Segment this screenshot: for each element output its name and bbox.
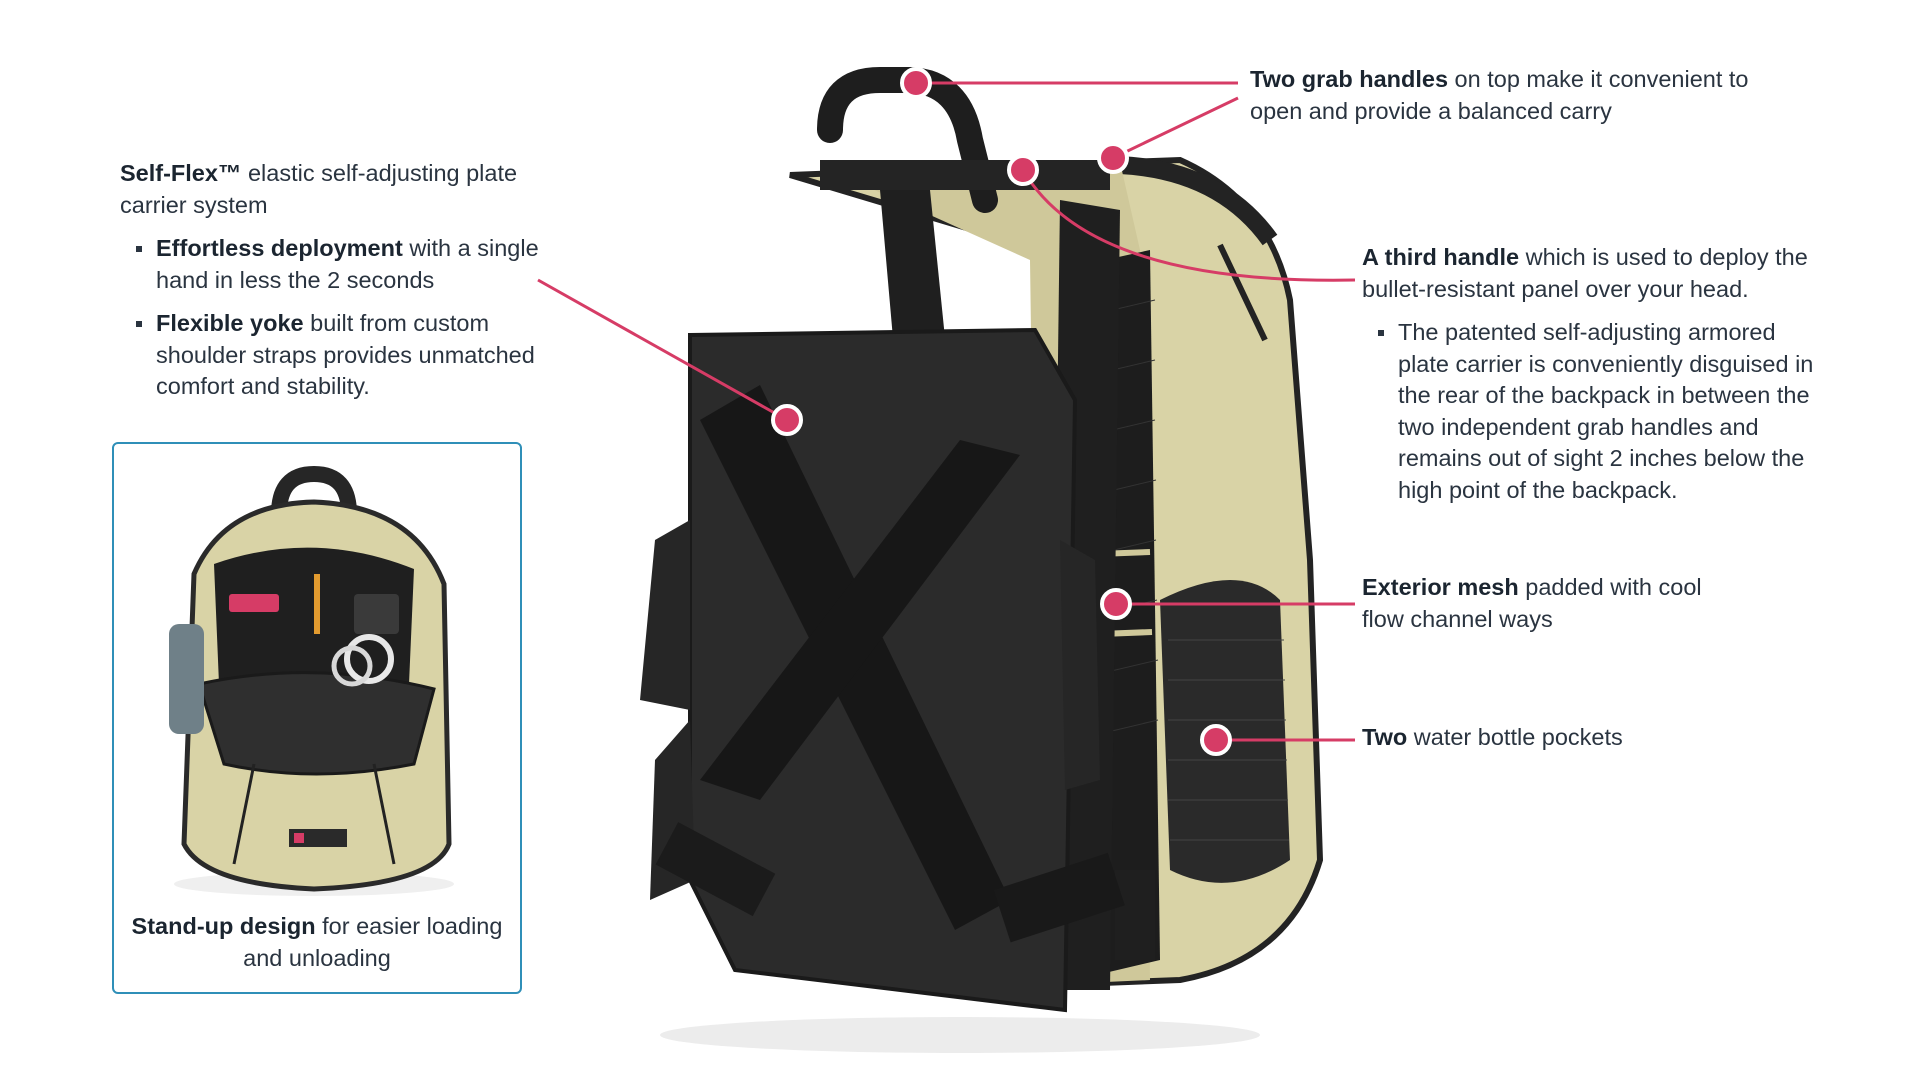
self-flex-bullets: Effortless deployment with a single hand…: [120, 233, 540, 403]
callout-dot-third-handle: [1007, 154, 1039, 186]
mesh-callout: Exterior mesh padded with cool flow chan…: [1362, 574, 1702, 632]
self-flex-callout: Self-Flex™ elastic self-adjusting plate …: [120, 158, 540, 415]
callout-dot-self-flex: [771, 404, 803, 436]
pockets-callout: Two water bottle pockets: [1362, 724, 1623, 750]
list-item: Flexible yoke built from custom shoulder…: [136, 308, 540, 403]
self-flex-heading: Self-Flex™ elastic self-adjusting plate …: [120, 160, 518, 218]
callout-dot-grab-handle-1: [900, 67, 932, 99]
zipper-pull: [1217, 243, 1268, 342]
third-handle-bullets: The patented self-adjusting armored plat…: [1362, 317, 1832, 506]
open-backpack-image: [169, 465, 454, 896]
top-zipper: [1119, 156, 1278, 246]
list-item: The patented self-adjusting armored plat…: [1378, 317, 1832, 506]
stand-up-inset: Stand-up design for easier loading and u…: [112, 442, 522, 994]
third-handle-callout: A third handle which is used to deploy t…: [1362, 242, 1832, 518]
stand-up-caption: Stand-up design for easier loading and u…: [131, 913, 503, 971]
list-item: Effortless deployment with a single hand…: [136, 233, 540, 296]
panel-strap-b: [700, 440, 1020, 800]
callout-dot-grab-handle-2: [1097, 142, 1129, 174]
callout-dot-pockets: [1200, 724, 1232, 756]
grab-handles-callout: Two grab handles on top make it convenie…: [1250, 66, 1749, 124]
callout-lines: [537, 81, 1356, 742]
callout-dot-mesh: [1100, 588, 1132, 620]
floor-shadow: [660, 1017, 1260, 1053]
top-strap-band: [820, 160, 1110, 190]
